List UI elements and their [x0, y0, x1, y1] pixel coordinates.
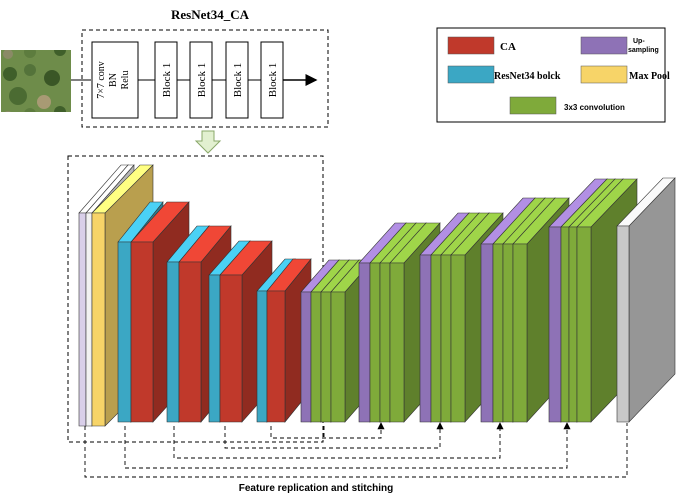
- upsampling-slab-4: [480, 243, 494, 423]
- down-arrow-icon: [194, 130, 222, 154]
- ca-slab-1: [130, 241, 154, 423]
- conv-slab-5b: [568, 226, 578, 423]
- conv-slab-4b: [502, 243, 514, 423]
- block-3-label: Block 1: [232, 63, 244, 98]
- block-group: Block 1 Block 1 Block 1 Block 1: [138, 41, 318, 119]
- conv-slab-3b: [440, 254, 452, 423]
- conv-slab-3c: [450, 254, 466, 423]
- ca-slab-4: [266, 290, 286, 423]
- legend-label-conv: 3x3 convolution: [564, 103, 625, 112]
- stem-upsample-slab: [78, 212, 87, 427]
- legend-label-maxpool: Max Pool: [629, 71, 670, 82]
- conv-slab-5c: [576, 226, 592, 423]
- block-2-label: Block 1: [196, 63, 208, 98]
- stem-white-slab: [85, 212, 93, 427]
- stem-line-3: Relu: [120, 71, 131, 90]
- upsampling-slab-5: [548, 226, 562, 423]
- conv-slab-2c: [389, 262, 405, 423]
- output-slab: [616, 225, 630, 423]
- encoder-box: [81, 29, 329, 128]
- skip-connection-2: [224, 422, 444, 449]
- skip-connections: [84, 422, 628, 478]
- resnet-block-slab-4: [256, 290, 268, 423]
- upsampling-slab-3: [419, 254, 432, 423]
- stem-line-2: BN: [108, 73, 119, 87]
- legend-label-upsampling: Up-sampling: [628, 38, 659, 54]
- skip-connection-1: [270, 422, 385, 439]
- footer-caption: Feature replication and stitching: [239, 483, 393, 494]
- conv-slab-4c: [512, 243, 528, 423]
- conv-slab-2b: [379, 262, 391, 423]
- upsampling-slab-2: [358, 262, 371, 423]
- skip-connection-5: [84, 423, 628, 478]
- legend-swatch-ca: [447, 36, 495, 55]
- maxpool-slab: [91, 212, 106, 427]
- layer-slabs: [78, 164, 676, 427]
- legend-swatch-resnet-block: [447, 65, 495, 84]
- conv-slab-1b: [320, 291, 332, 423]
- block-4-label: Block 1: [267, 63, 279, 98]
- conv-slab-5a: [560, 226, 570, 423]
- block-1-label: Block 1: [161, 63, 173, 98]
- conv-slab-1a: [310, 291, 322, 423]
- ca-slab-3: [219, 274, 243, 423]
- resnet-block-slab-1: [117, 241, 132, 423]
- stem-box: [91, 41, 139, 119]
- skip-connection-3: [173, 422, 504, 459]
- upsampling-slab-1: [300, 291, 312, 423]
- input-image: [1, 50, 71, 112]
- legend-label-ca: CA: [500, 41, 516, 53]
- encoder-detail-box: [67, 155, 324, 443]
- resnet-block-slab-3: [208, 274, 221, 423]
- ca-slab-2: [178, 261, 202, 423]
- legend-label-resnet-block: ResNet34 bolck: [494, 71, 561, 82]
- legend-swatch-conv: [509, 96, 557, 115]
- skip-connection-4: [124, 422, 571, 469]
- conv-slab-2a: [369, 262, 381, 423]
- conv-slab-3a: [430, 254, 442, 423]
- stem-line-1: 7×7 conv: [96, 61, 107, 99]
- conv-slab-1c: [330, 291, 346, 423]
- legend-swatch-maxpool: [580, 65, 628, 84]
- resnet-block-slab-2: [166, 261, 180, 423]
- legend-swatch-upsampling: [580, 36, 628, 55]
- conv-slab-4a: [492, 243, 504, 423]
- diagram-title: ResNet34_CA: [171, 7, 250, 22]
